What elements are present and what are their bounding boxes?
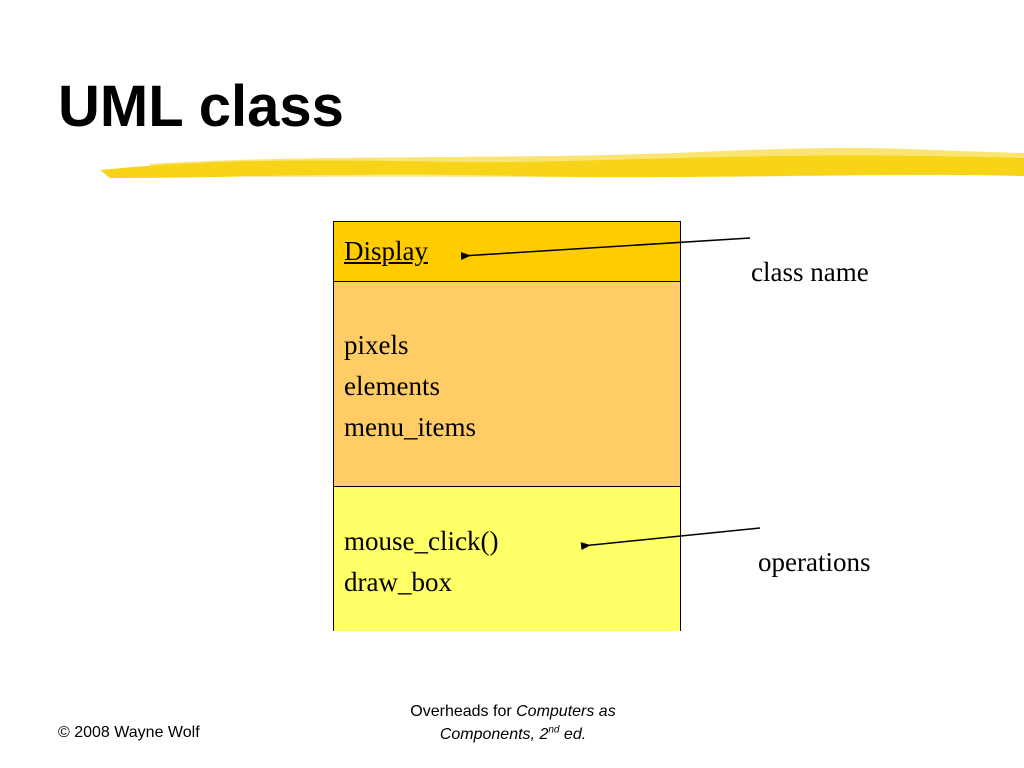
copyright: © 2008 Wayne Wolf — [58, 724, 200, 741]
footer-line-2: Components, 2nd ed. — [363, 723, 663, 746]
attributes-list: pixels elements menu_items — [344, 325, 476, 448]
attribute-item: menu_items — [344, 412, 476, 442]
operations-annotation: operations — [758, 547, 871, 577]
title-underline-stroke — [100, 148, 1024, 178]
edition-tail: ed. — [559, 726, 587, 743]
operation-item: mouse_click() — [344, 526, 499, 556]
footer-line-1: Overheads for Computers as — [363, 700, 663, 723]
class-name-annotation: class name — [751, 257, 869, 287]
class-name-arrow — [460, 237, 751, 261]
attribute-item: pixels — [344, 330, 409, 360]
operations-compartment: mouse_click() draw_box — [334, 487, 680, 631]
uml-class-box: Display pixels elements menu_items mouse_c… — [333, 221, 681, 631]
attributes-compartment: pixels elements menu_items — [334, 282, 680, 487]
operations-arrow — [580, 527, 761, 551]
operations-list: mouse_click() draw_box — [344, 521, 498, 603]
book-title-part-2: Components, 2 — [439, 726, 549, 743]
overheads-prefix: Overheads for — [410, 703, 517, 720]
attribute-item: elements — [344, 371, 440, 401]
class-name: Display — [344, 236, 428, 266]
footer-book-reference: Overheads for Computers as Components, 2… — [363, 700, 663, 746]
operation-item: draw_box — [344, 567, 452, 597]
edition-ordinal: nd — [548, 724, 560, 736]
class-name-compartment: Display — [334, 222, 680, 282]
book-title-part-1: Computers as — [516, 703, 616, 720]
slide-title: UML class — [58, 74, 344, 139]
